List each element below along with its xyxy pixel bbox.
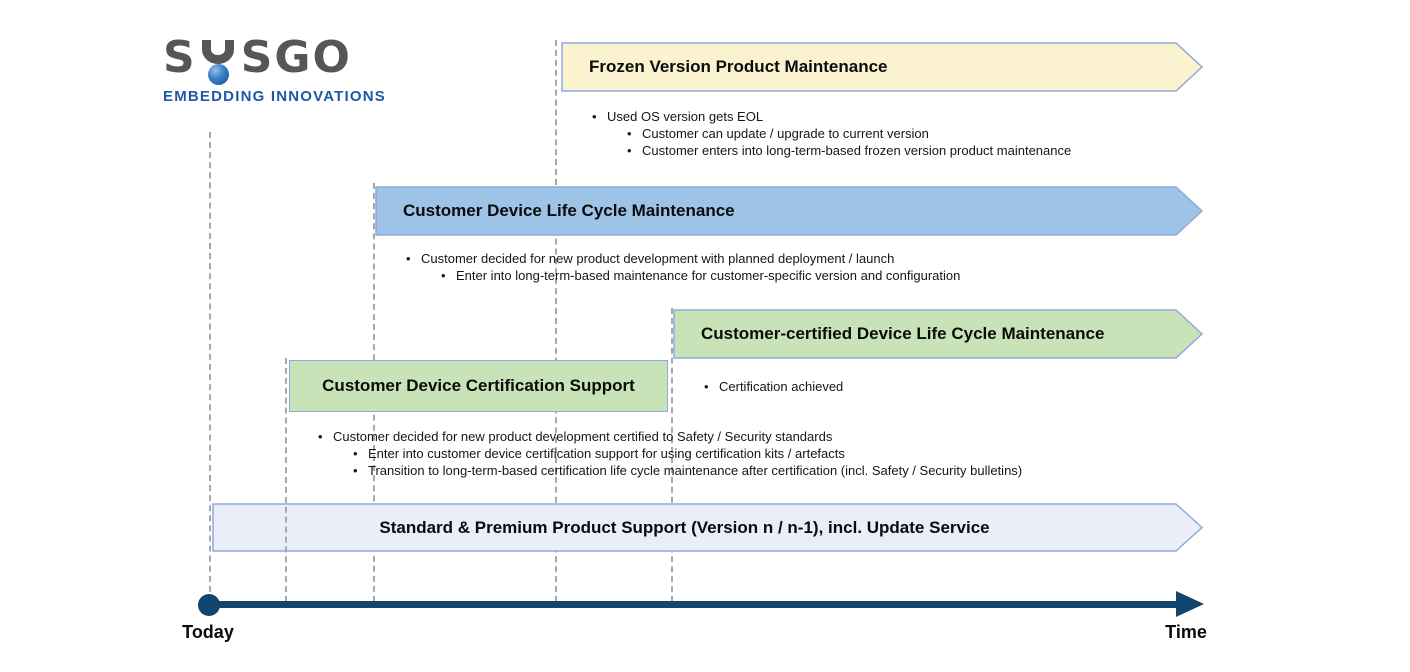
standard-support-arrow-shape: [212, 503, 1204, 552]
bullet-icon: [441, 267, 456, 284]
timeline-start-label: Today: [182, 622, 234, 642]
list-item: Customer enters into long-term-based fro…: [627, 142, 1071, 159]
certification-support-title: Customer Device Certification Support: [322, 376, 635, 395]
sysgo-wordmark: S SGO: [163, 32, 386, 85]
device-lifecycle-arrow-shape: [375, 186, 1204, 236]
certified-lifecycle-arrow-shape: [673, 309, 1204, 359]
bullet-icon: [406, 250, 421, 267]
bullet-icon: [353, 462, 368, 479]
bullet-icon: [704, 378, 719, 395]
logo-tagline: EMBEDDING INNOVATIONS: [163, 88, 386, 105]
list-item: Customer can update / upgrade to current…: [627, 125, 1071, 142]
sysgo-y-glyph-icon: [199, 36, 239, 85]
banner-certified-lifecycle: Customer-certified Device Life Cycle Mai…: [673, 309, 1204, 359]
list-item: Customer decided for new product develop…: [406, 250, 960, 267]
banner-standard-support: Standard & Premium Product Support (Vers…: [212, 503, 1204, 552]
frozen-banner-title: Frozen Version Product Maintenance: [589, 57, 888, 76]
list-item: Transition to long-term-based certificat…: [353, 462, 1022, 479]
list-item: Enter into customer device certification…: [353, 445, 1022, 462]
frozen-banner-arrow-shape: [561, 42, 1204, 92]
bullet-icon: [353, 445, 368, 462]
standard-support-banner-title: Standard & Premium Product Support (Vers…: [379, 517, 990, 537]
device-lifecycle-notes: Customer decided for new product develop…: [406, 250, 960, 284]
timeline-end-label: Time: [1165, 622, 1207, 642]
list-item: Certification achieved: [704, 378, 843, 395]
bullet-icon: [592, 108, 607, 125]
sysgo-logo: S SGO EMBEDDING INNOVATIONS: [163, 32, 386, 106]
guide-line-certified-start: [671, 308, 673, 602]
device-lifecycle-banner-title: Customer Device Life Cycle Maintenance: [403, 201, 735, 220]
banner-device-lifecycle: Customer Device Life Cycle Maintenance: [375, 186, 1204, 236]
frozen-banner-notes: Used OS version gets EOL Customer can up…: [592, 108, 1071, 159]
wordmark-letter-s: S: [163, 32, 197, 83]
bullet-icon: [318, 428, 333, 445]
list-item: Enter into long-term-based maintenance f…: [441, 267, 960, 284]
certified-lifecycle-notes: Certification achieved: [704, 378, 843, 395]
y-arc-shape: [201, 40, 234, 64]
banner-frozen-version: Frozen Version Product Maintenance: [561, 42, 1204, 92]
bullet-icon: [627, 125, 642, 142]
timeline-arrowhead-icon: [1176, 591, 1204, 617]
guide-line-certification-start: [285, 358, 287, 602]
box-certification-support: Customer Device Certification Support: [289, 360, 668, 412]
certified-lifecycle-banner-title: Customer-certified Device Life Cycle Mai…: [701, 324, 1105, 343]
guide-line-today: [209, 132, 211, 602]
bullet-icon: [627, 142, 642, 159]
timeline-axis: [209, 601, 1179, 608]
certification-support-notes: Customer decided for new product develop…: [318, 428, 1022, 479]
timeline-start-dot: [198, 594, 220, 616]
list-item: Used OS version gets EOL: [592, 108, 1071, 125]
blue-sphere-icon: [207, 64, 229, 85]
wordmark-letters-sgo: SGO: [240, 32, 352, 83]
list-item: Customer decided for new product develop…: [318, 428, 1022, 445]
guide-line-frozen-start: [555, 40, 557, 602]
